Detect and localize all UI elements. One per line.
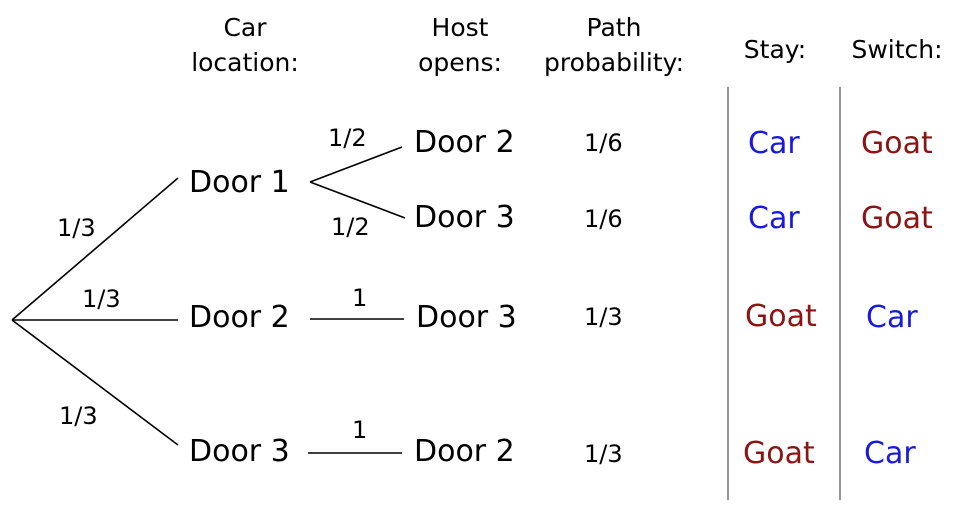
node-car-door2: Door 2 [189,300,290,335]
switch-outcome-1: Goat [861,126,933,161]
node-host-door3-a: Door 3 [414,200,515,235]
header-car-location-line1: Car [223,13,267,42]
branch-root-door3 [11,319,179,446]
header-path-probability-line1: Path [586,13,642,42]
path-probability-1: 1/6 [584,129,623,157]
branch-door1-door3 [309,181,406,219]
header-path-probability: Path probability: [528,10,700,80]
branch-door1-door2 [309,146,403,183]
header-car-location-line2: location: [191,48,299,77]
stay-outcome-1: Car [748,126,800,161]
stay-outcome-2: Car [748,201,800,236]
header-stay: Stay: [743,35,807,64]
prob-host-door3-given-door2: 1 [352,284,368,312]
node-host-door2-a: Door 2 [414,125,515,160]
stay-outcome-3: Goat [745,299,817,334]
path-probability-3: 1/3 [584,303,623,331]
header-car-location: Car location: [170,10,320,80]
header-path-probability-line2: probability: [544,48,684,77]
node-car-door3: Door 3 [189,434,290,469]
switch-outcome-2: Goat [861,201,933,236]
header-switch: Switch: [851,35,943,64]
header-host-opens-line1: Host [431,13,489,42]
switch-outcome-4: Car [864,436,916,471]
path-probability-4: 1/3 [584,440,623,468]
switch-outcome-3: Car [866,300,918,335]
node-host-door3-b: Door 3 [416,300,517,335]
header-host-opens-line2: opens: [418,48,502,77]
header-host-opens: Host opens: [400,10,520,80]
stay-outcome-4: Goat [743,436,815,471]
path-probability-2: 1/6 [584,205,623,233]
prob-car-door2: 1/3 [82,285,121,313]
prob-host-door2-given-door3: 1 [352,416,368,444]
prob-host-door3-given-door1: 1/2 [331,213,370,241]
prob-host-door2-given-door1: 1/2 [328,124,367,152]
node-host-door2-b: Door 2 [414,434,515,469]
prob-car-door1: 1/3 [57,214,96,242]
prob-car-door3: 1/3 [59,402,98,430]
node-car-door1: Door 1 [189,165,290,200]
branch-root-door1 [11,177,179,321]
